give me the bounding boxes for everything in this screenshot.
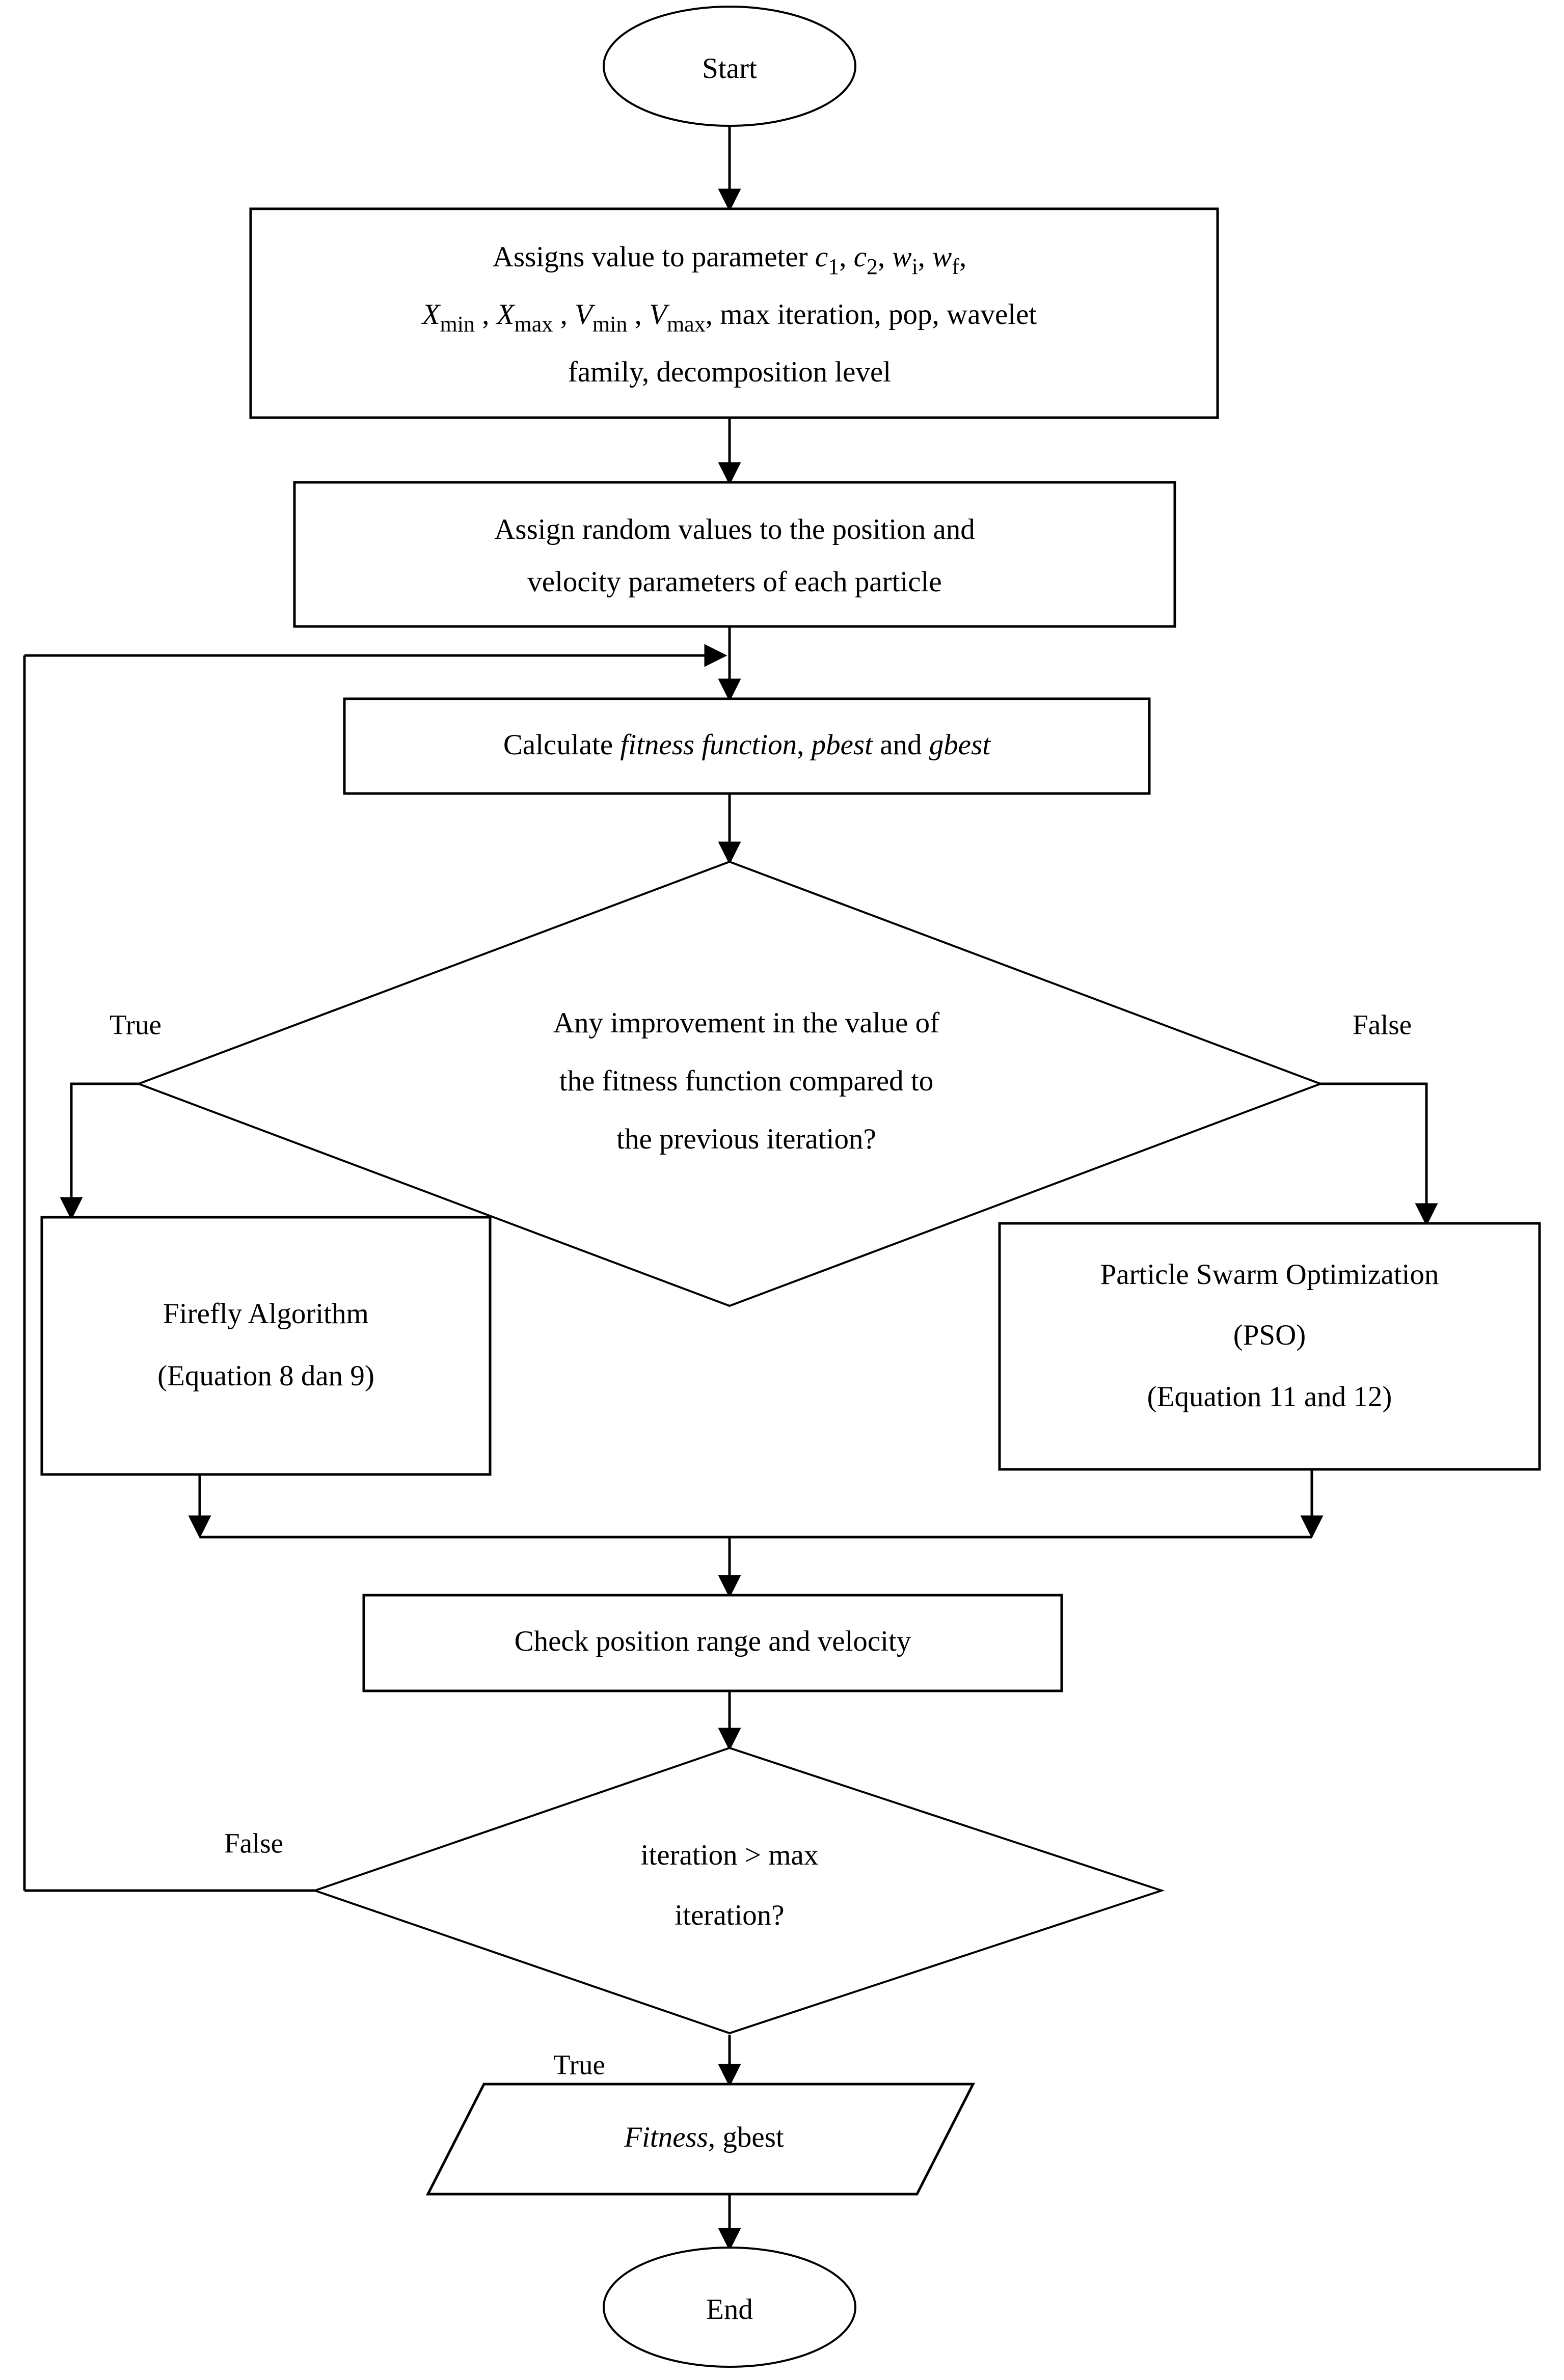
check-position-text: Check position range and velocity: [515, 1625, 911, 1657]
var-wi: w: [893, 241, 912, 273]
var-c2: c: [854, 241, 867, 273]
sep5: ,: [553, 298, 575, 331]
var-Xmax: X: [496, 298, 516, 331]
sub-c1: 1: [828, 254, 839, 279]
pso-line2: (PSO): [1233, 1319, 1306, 1351]
calc-pbest: pbest: [810, 729, 873, 761]
var-Xmin: X: [421, 298, 441, 331]
decision-improvement-line1: Any improvement in the value of: [553, 1007, 939, 1039]
var-Vmin: V: [575, 298, 596, 331]
sep3: ,: [918, 241, 933, 273]
check-position-box: [362, 1594, 1063, 1692]
end-oval: [603, 2247, 856, 2368]
pso-box: [998, 1222, 1541, 1471]
assign-random-line1: Assign random values to the position and: [494, 513, 975, 545]
assign-random-box: [293, 481, 1176, 628]
assign-parameters-box: [249, 207, 1219, 419]
decision-improvement-diamond: [136, 860, 1324, 1307]
calc-fitness-function: fitness function: [620, 729, 797, 761]
calculate-fitness-box: [343, 697, 1151, 795]
sub-Vmax: max: [667, 312, 706, 337]
output-fitness: Fitness: [624, 2121, 708, 2153]
sep6: ,: [627, 298, 649, 331]
edge-label-improvement-false: False: [1353, 1009, 1412, 1041]
node-assign-parameters[interactable]: Assigns value to parameter c1, c2, wi, w…: [249, 207, 1219, 419]
node-start[interactable]: Start: [603, 6, 856, 127]
sub-wi: i: [912, 254, 918, 279]
calc-mid: ,: [797, 729, 812, 761]
start-label: Start: [702, 52, 757, 85]
firefly-line1: Firefly Algorithm: [163, 1298, 369, 1330]
node-firefly-algorithm[interactable]: Firefly Algorithm (Equation 8 dan 9): [40, 1216, 492, 1476]
assign-parameters-line2: Xmin , Xmax , Vmin , Vmax, max iteration…: [421, 298, 1037, 337]
firefly-algorithm-box: [40, 1216, 492, 1476]
node-pso[interactable]: Particle Swarm Optimization (PSO) (Equat…: [998, 1222, 1541, 1471]
calc-prefix: Calculate: [503, 729, 620, 761]
assign-random-line2: velocity parameters of each particle: [527, 566, 941, 598]
node-decision-improvement[interactable]: Any improvement in the value of the fitn…: [136, 860, 1324, 1307]
var-wf: w: [932, 241, 952, 273]
sub-Xmin: min: [440, 312, 475, 337]
edge-label-iteration-true: True: [553, 2049, 605, 2081]
edge-decision1-true-to-firefly: [60, 1082, 139, 1220]
calc-and: and: [873, 729, 929, 761]
node-output[interactable]: Fitness, gbest: [425, 2083, 976, 2196]
params-prefix: Assigns value to parameter: [493, 241, 815, 273]
decision-improvement-line2: the fitness function compared to: [559, 1065, 933, 1097]
node-calculate-fitness[interactable]: Calculate fitness function, pbest and gb…: [343, 697, 1151, 795]
sub-Xmax: max: [515, 312, 553, 337]
firefly-line2: (Equation 8 dan 9): [157, 1360, 374, 1392]
pso-line3: (Equation 11 and 12): [1147, 1381, 1392, 1413]
decision-improvement-line3: the previous iteration?: [616, 1123, 876, 1155]
pso-line1: Particle Swarm Optimization: [1100, 1259, 1439, 1291]
decision-iteration-line1: iteration > max: [641, 1839, 819, 1871]
assign-parameters-line1: Assigns value to parameter c1, c2, wi, w…: [493, 241, 966, 279]
output-gbest: , gbest: [708, 2121, 784, 2153]
decision-iteration-line2: iteration?: [675, 1899, 784, 1931]
sub-c2: 2: [867, 254, 878, 279]
sep1: ,: [839, 241, 854, 273]
node-assign-random[interactable]: Assign random values to the position and…: [293, 481, 1176, 628]
decision-iteration-diamond: [311, 1746, 1165, 2035]
output-text: Fitness, gbest: [624, 2121, 784, 2153]
node-end[interactable]: End: [603, 2247, 856, 2368]
sep4: ,: [475, 298, 497, 331]
node-check-position[interactable]: Check position range and velocity: [362, 1594, 1063, 1692]
params-tail: , max iteration, pop, wavelet: [706, 298, 1037, 331]
edge-label-iteration-false: False: [224, 1828, 283, 1859]
start-oval: [603, 6, 856, 127]
end-label: End: [706, 2293, 753, 2326]
node-decision-iteration[interactable]: iteration > max iteration?: [311, 1746, 1165, 2035]
var-c1: c: [815, 241, 828, 273]
output-parallelogram: [425, 2083, 976, 2196]
sep2: ,: [878, 241, 893, 273]
connectors: [23, 125, 1438, 2251]
sub-wf: f: [952, 254, 959, 279]
edge-decision1-false-to-pso: [1320, 1082, 1438, 1226]
calculate-fitness-text: Calculate fitness function, pbest and gb…: [503, 729, 991, 761]
edge-label-improvement-true: True: [110, 1009, 161, 1041]
sub-Vmin: min: [592, 312, 627, 337]
calc-gbest: gbest: [929, 729, 991, 761]
assign-parameters-line3: family, decomposition level: [568, 356, 891, 388]
var-Vmax: V: [649, 298, 670, 331]
